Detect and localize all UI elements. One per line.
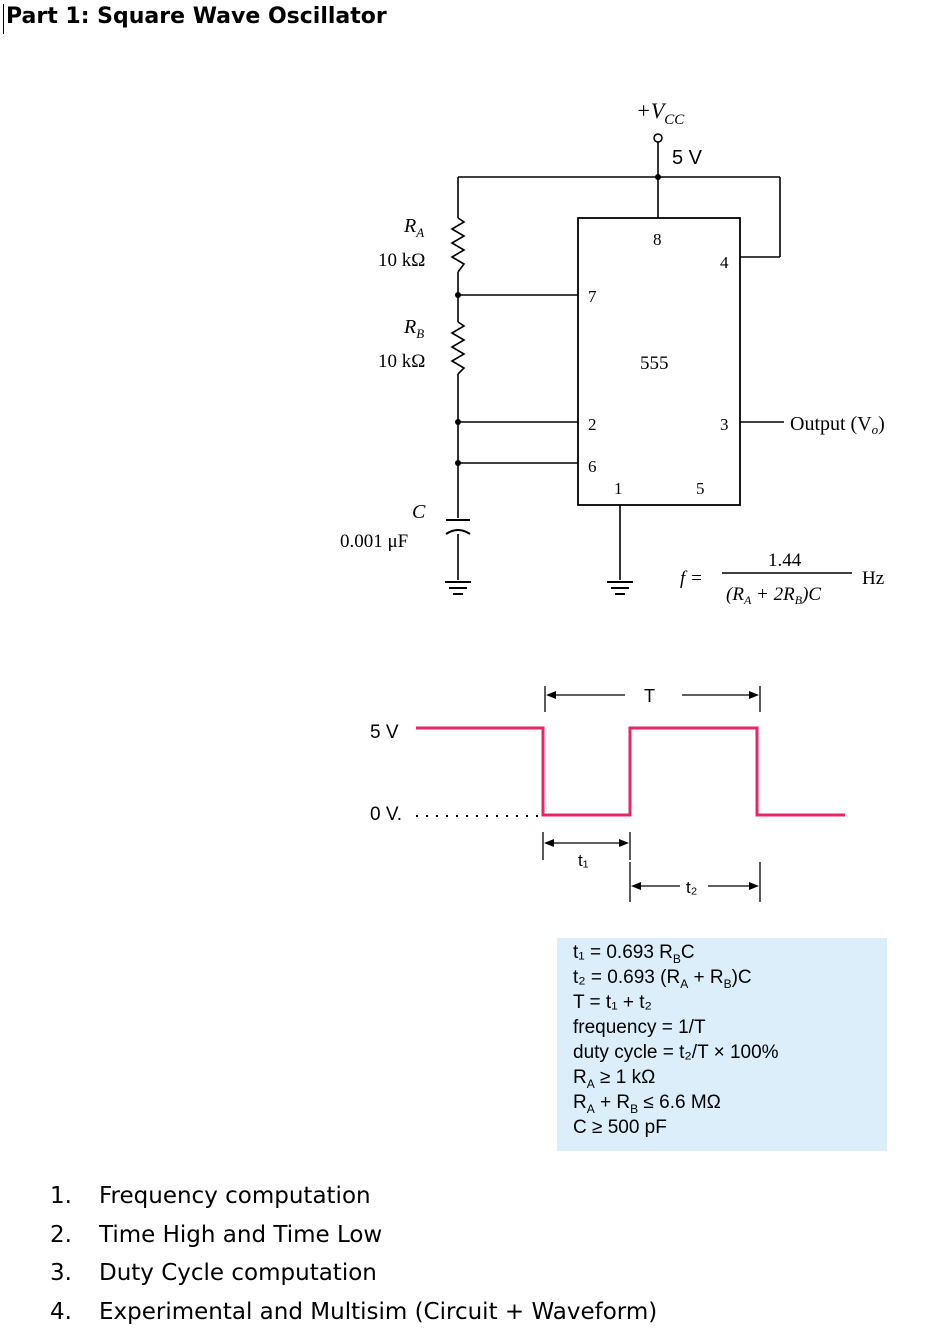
ra-value: 10 kΩ bbox=[378, 250, 425, 271]
pin-5-label: 5 bbox=[696, 479, 705, 498]
ground-icon-capacitor bbox=[445, 581, 471, 595]
page-title: Part 1: Square Wave Oscillator bbox=[6, 4, 387, 29]
ground-icon-pin1 bbox=[607, 581, 633, 595]
frequency-formula: f = 1.44 (RA + 2RB)C Hz bbox=[680, 550, 884, 607]
freq-lhs: f = bbox=[680, 568, 703, 589]
formula-rarb-max: RA + RB ≤ 6.6 MΩ bbox=[573, 1092, 721, 1116]
wave-high-label: 5 V bbox=[370, 722, 399, 743]
formula-c-min: C ≥ 500 pF bbox=[573, 1117, 667, 1138]
formula-panel: t₁ = 0.693 RBC t₂ = 0.693 (RA + RB)C T =… bbox=[557, 938, 887, 1151]
pin-3-label: 3 bbox=[720, 415, 729, 434]
t1-marker bbox=[542, 832, 631, 860]
square-wave-trace bbox=[416, 726, 845, 817]
freq-numerator: 1.44 bbox=[768, 550, 802, 571]
c-label: C bbox=[412, 501, 426, 523]
text-cursor bbox=[3, 4, 4, 34]
pin-2-label: 2 bbox=[588, 415, 597, 434]
pin-6-label: 6 bbox=[588, 457, 597, 476]
vcc-terminal-icon bbox=[653, 133, 663, 143]
pin-8-label: 8 bbox=[653, 230, 662, 249]
rb-value: 10 kΩ bbox=[378, 351, 425, 372]
pin-4-label: 4 bbox=[720, 253, 729, 272]
ic-555-chip bbox=[577, 217, 741, 506]
vcc-label: +VCC bbox=[636, 98, 685, 128]
ic-555-label: 555 bbox=[640, 353, 669, 374]
rb-label: RB bbox=[403, 316, 424, 341]
formula-ra-min: RA ≥ 1 kΩ bbox=[573, 1067, 656, 1091]
junction-dots bbox=[455, 174, 661, 466]
resistor-ra-icon bbox=[450, 217, 466, 273]
pin-7-label: 7 bbox=[588, 287, 597, 306]
formula-t2: t₂ = 0.693 (RA + RB)C bbox=[573, 967, 752, 991]
c-value: 0.001 μF bbox=[340, 531, 408, 552]
t2-label: t₂ bbox=[686, 878, 697, 897]
formula-duty-cycle: duty cycle = t₂/T × 100% bbox=[573, 1042, 779, 1063]
vcc-value: 5 V bbox=[672, 147, 703, 169]
capacitor-icon bbox=[445, 519, 471, 535]
circuit-wires bbox=[457, 142, 784, 580]
wave-low-label: 0 V. bbox=[370, 804, 402, 825]
ra-label: RA bbox=[403, 215, 424, 240]
freq-unit: Hz bbox=[862, 568, 884, 589]
t1-label: t₁ bbox=[578, 851, 589, 870]
output-label: Output (Vo) bbox=[790, 413, 885, 437]
formula-frequency: frequency = 1/T bbox=[573, 1017, 706, 1038]
pin-1-label: 1 bbox=[614, 479, 623, 498]
resistor-rb-icon bbox=[450, 321, 466, 375]
freq-denominator: (RA + 2RB)C bbox=[726, 584, 821, 607]
t2-marker bbox=[629, 862, 761, 902]
period-label: T bbox=[644, 686, 655, 706]
formula-period: T = t₁ + t₂ bbox=[573, 992, 652, 1013]
period-marker bbox=[544, 686, 761, 712]
formula-t1: t₁ = 0.693 RBC bbox=[573, 942, 695, 966]
